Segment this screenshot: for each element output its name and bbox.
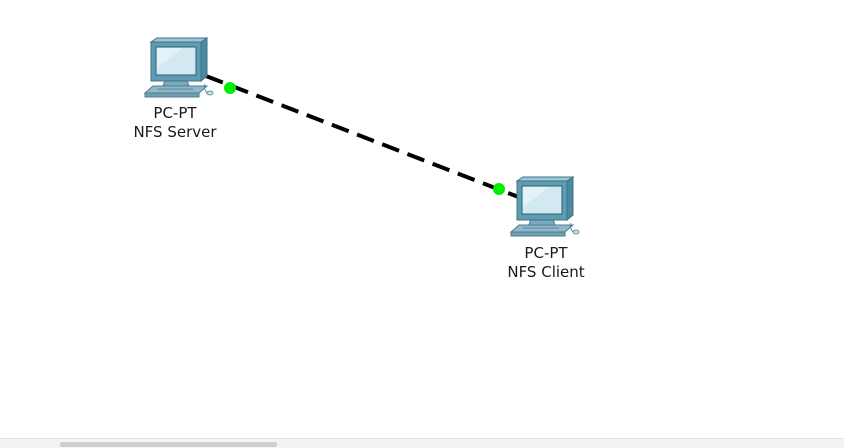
link-cable[interactable]: [205, 74, 522, 200]
link-status-light-server: [224, 82, 236, 94]
topology-canvas[interactable]: [0, 0, 844, 438]
device-name: NFS Client: [507, 263, 585, 281]
device-label-nfs-server[interactable]: PC-PT NFS Server: [105, 104, 245, 142]
device-name: NFS Server: [133, 123, 217, 141]
link-status-light-client: [493, 183, 505, 195]
device-nfs-server[interactable]: [144, 37, 214, 98]
device-label-nfs-client[interactable]: PC-PT NFS Client: [476, 244, 616, 282]
device-model: PC-PT: [153, 104, 197, 122]
device-nfs-client[interactable]: [510, 176, 580, 237]
device-model: PC-PT: [524, 244, 568, 262]
scrollbar-thumb[interactable]: [60, 442, 277, 447]
pc-icon: [510, 176, 580, 237]
pc-icon: [144, 37, 214, 98]
horizontal-scrollbar[interactable]: [0, 438, 844, 448]
